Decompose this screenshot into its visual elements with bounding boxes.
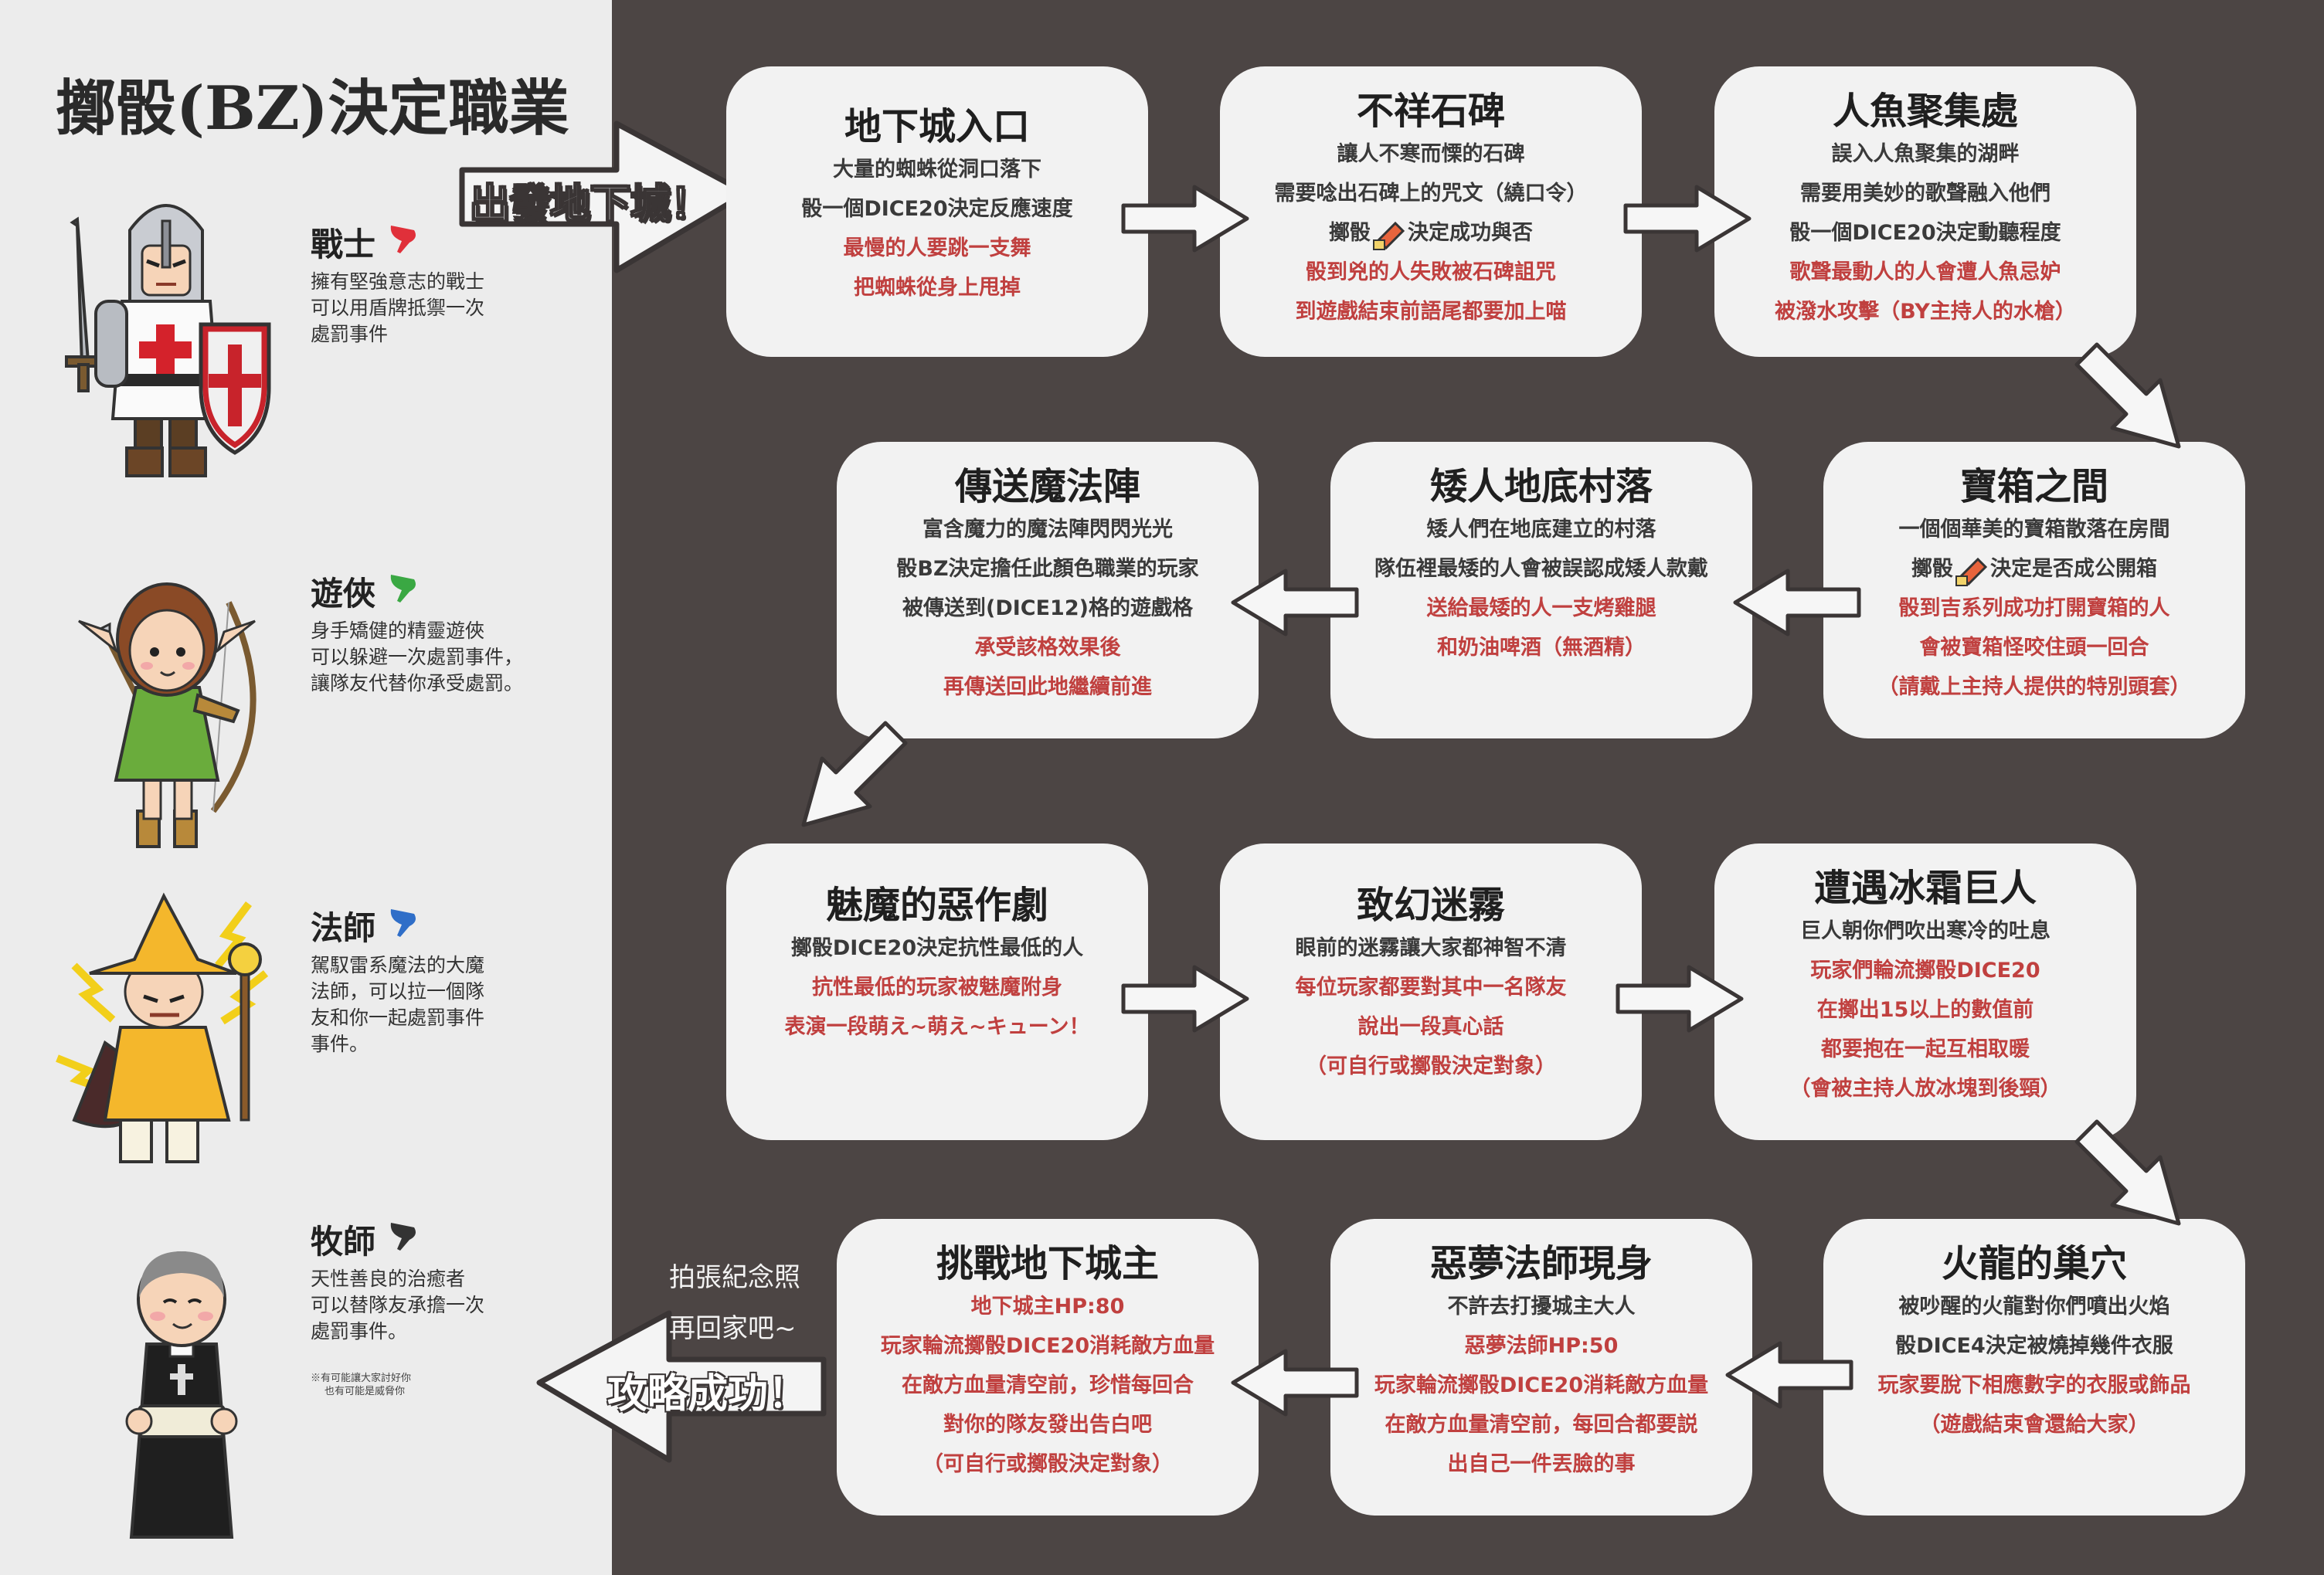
role-name-ranger: 遊俠	[311, 575, 376, 613]
map-pin-blue-icon	[390, 909, 416, 937]
flow-arrow-down-right	[2074, 342, 2181, 449]
end-arrow	[536, 1310, 827, 1463]
dice-shaker-icon	[1373, 221, 1405, 250]
flow-arrow-right	[1121, 965, 1249, 1033]
card-mermaid-gathering: 人魚聚集處 誤入人魚聚集的湖畔 需要用美妙的歌聲融入他們 骰一個DICE20決定…	[1714, 66, 2136, 357]
flow-arrow-down-right	[2074, 1119, 2181, 1226]
role-desc-priest: 天性善良的治癒者可以替隊友承擔一次處罰事件。	[311, 1268, 485, 1342]
flow-arrow-left	[1231, 1349, 1359, 1417]
end-caption-line2: 再回家吧~	[669, 1313, 797, 1344]
card-dungeon-lord: 挑戰地下城主 地下城主HP:80 玩家輪流擲骰DICE20消耗敵方血量 在敵方血…	[837, 1219, 1259, 1516]
page-title: 擲骰(BZ)決定職業	[56, 73, 569, 144]
card-dungeon-entrance: 地下城入口 大量的蜘蛛從洞口落下 骰一個DICE20決定反應速度 最慢的人要跳一…	[726, 66, 1148, 357]
card-teleport-circle: 傳送魔法陣 富含魔力的魔法陣閃閃光光 骰BZ決定擔任此顏色職業的玩家 被傳送到(…	[837, 442, 1259, 738]
role-name-mage: 法師	[311, 909, 376, 947]
start-arrow	[459, 121, 749, 273]
map-pin-black-icon	[390, 1223, 416, 1251]
role-name-priest: 牧師	[311, 1223, 376, 1261]
dice-shaker-icon	[1955, 557, 1988, 586]
card-frost-giant: 遭遇冰霜巨人 巨人朝你們吹出寒冷的吐息 玩家們輪流擲骰DICE20 在擲出15以…	[1714, 844, 2136, 1140]
flow-arrow-down-left	[801, 721, 908, 827]
flow-arrow-right	[1616, 965, 1744, 1033]
card-treasure-room: 寶箱之間 一個個華美的寶箱散落在房間 擲骰決定是否成公開箱 骰到吉系列成功打開寶…	[1823, 442, 2245, 738]
start-label: 出發地下城！	[469, 181, 712, 229]
warrior-illustration	[65, 204, 271, 477]
card-nightmare-mage: 惡夢法師現身 不許去打擾城主大人 惡夢法師HP:50 玩家輪流擲骰DICE20消…	[1330, 1219, 1752, 1516]
card-succubus-prank: 魅魔的惡作劇 擲骰DICE20決定抗性最低的人 抗性最低的玩家被魅魔附身 表演一…	[726, 844, 1148, 1140]
flow-arrow-right	[1121, 185, 1249, 253]
end-label: 攻略成功！	[607, 1371, 809, 1417]
card-illusion-mist: 致幻迷霧 眼前的迷霧讓大家都神智不清 每位玩家都要對其中一名隊友 說出一段真心話…	[1220, 844, 1642, 1140]
end-caption-line1: 拍張紀念照	[669, 1262, 800, 1293]
mage-illustration	[56, 892, 269, 1163]
card-ominous-stele: 不祥石碑 讓人不寒而慄的石碑 需要唸出石碑上的咒文（繞口令） 擲骰決定成功與否 …	[1220, 66, 1642, 357]
role-desc-ranger: 身手矯健的精靈遊俠可以躲避一次處罰事件，讓隊友代替你承受處罰。	[311, 619, 524, 694]
map-pin-green-icon	[390, 575, 416, 603]
role-panel	[0, 0, 612, 1575]
flow-arrow-right	[1623, 185, 1751, 253]
card-dragon-lair: 火龍的巢穴 被吵醒的火龍對你們噴出火焰 骰DICE4決定被燒掉幾件衣服 玩家要脫…	[1823, 1219, 2245, 1516]
role-desc-mage: 駕馭雷系魔法的大魔法師，可以拉一個隊友和你一起處罰事件事件。	[311, 954, 485, 1055]
map-pin-red-icon	[390, 226, 416, 253]
card-dwarf-village: 矮人地底村落 矮人們在地底建立的村落 隊伍裡最矮的人會被誤認成矮人款戴 送給最矮…	[1330, 442, 1752, 738]
flow-arrow-left	[1725, 1341, 1853, 1409]
ranger-illustration	[78, 582, 257, 848]
role-name-warrior: 戰士	[311, 226, 376, 263]
flow-arrow-left	[1733, 569, 1861, 636]
flow-arrow-left	[1231, 569, 1359, 636]
role-note-priest: ※有可能讓大家討好你也有可能是威脅你	[311, 1373, 412, 1397]
priest-illustration	[125, 1251, 238, 1539]
role-desc-warrior: 擁有堅強意志的戰士可以用盾牌抵禦一次處罰事件	[311, 270, 485, 345]
